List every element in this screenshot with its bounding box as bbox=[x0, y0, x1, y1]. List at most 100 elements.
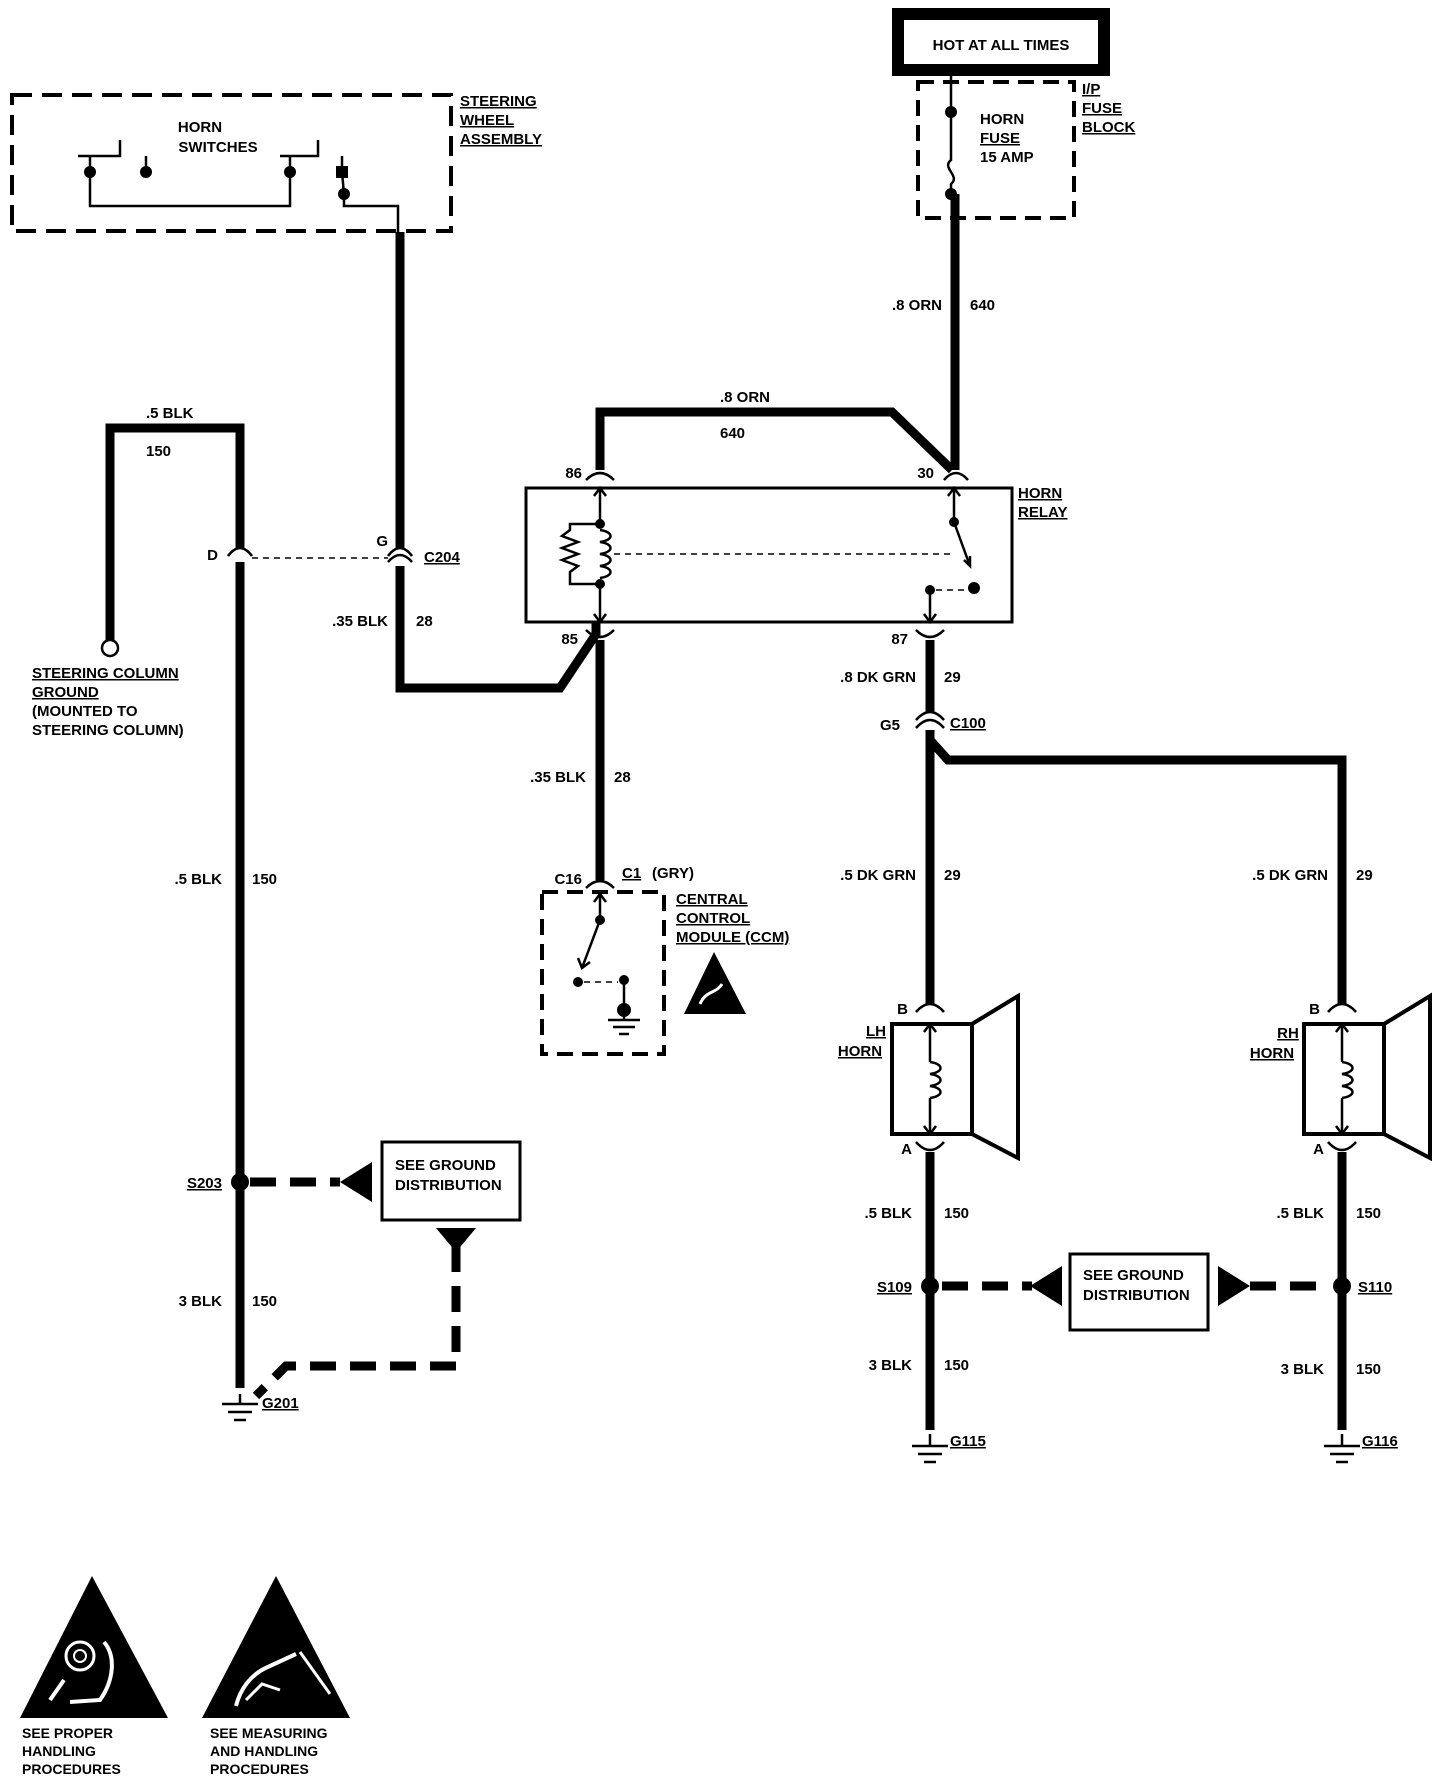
wire-label-gauge: .5 DK GRN bbox=[1252, 867, 1328, 884]
connector-d-label: D bbox=[207, 547, 218, 564]
ccm-connector-color: (GRY) bbox=[652, 865, 694, 882]
wire-label-circuit: 150 bbox=[252, 1293, 277, 1310]
proper-handling-warning: SEE PROPER HANDLING PROCEDURES bbox=[20, 1576, 168, 1777]
fuse-label-1: HORN bbox=[980, 111, 1024, 128]
lh-horn-title-1: LH bbox=[866, 1023, 886, 1040]
wire-label-gauge: .8 ORN bbox=[720, 389, 770, 406]
horn-relay-title-1: HORN bbox=[1018, 485, 1062, 502]
fuse-label-3: 15 AMP bbox=[980, 149, 1034, 166]
measuring-handling-warning: SEE MEASURING AND HANDLING PROCEDURES bbox=[202, 1576, 350, 1777]
horn-switches-label-1: HORN bbox=[178, 119, 222, 136]
wire-label-circuit: 150 bbox=[252, 871, 277, 888]
measuring-label-2: AND HANDLING bbox=[210, 1743, 318, 1759]
horn-switches-label-2: SWITCHES bbox=[178, 139, 257, 156]
wire-label-circuit: 150 bbox=[1356, 1361, 1381, 1378]
proper-handling-label-3: PROCEDURES bbox=[22, 1761, 121, 1777]
wire-label-gauge: .8 DK GRN bbox=[840, 669, 916, 686]
column-ground-label-1: STEERING COLUMN bbox=[32, 665, 179, 682]
s110-label: S110 bbox=[1358, 1279, 1392, 1296]
column-ground-label-4: STEERING COLUMN) bbox=[32, 722, 184, 739]
wire-label-gauge: 3 BLK bbox=[869, 1357, 913, 1374]
steering-wheel-assembly: HORN SWITCHES STEERING WHEEL ASSEMBLY bbox=[10, 93, 542, 233]
rh-horn-pin-a: A bbox=[1313, 1141, 1324, 1158]
column-ground-label-3: (MOUNTED TO bbox=[32, 703, 138, 720]
wire-label-circuit: 29 bbox=[944, 867, 961, 884]
proper-handling-label-1: SEE PROPER bbox=[22, 1725, 113, 1741]
rh-horn-title-1: RH bbox=[1277, 1025, 1299, 1042]
ground-dist-right-1: SEE GROUND bbox=[1083, 1267, 1184, 1284]
ccm-title-1: CENTRAL bbox=[676, 891, 748, 908]
c204-g-label: G bbox=[376, 533, 388, 550]
g201-label: G201 bbox=[262, 1395, 299, 1412]
wire-label-gauge: .5 BLK bbox=[864, 1205, 912, 1222]
fuse-label-2: FUSE bbox=[980, 130, 1020, 147]
wire-label-circuit: 28 bbox=[416, 613, 433, 630]
fuse-block-title-3: BLOCK bbox=[1082, 119, 1135, 136]
wire-label-circuit: 28 bbox=[614, 769, 631, 786]
esd-warning-icon bbox=[684, 952, 746, 1014]
ground-dist-left-1: SEE GROUND bbox=[395, 1157, 496, 1174]
wire-label-circuit: 29 bbox=[1356, 867, 1373, 884]
horn-relay-title-2: RELAY bbox=[1018, 504, 1067, 521]
wire-label-gauge: .35 BLK bbox=[530, 769, 586, 786]
g115-label: G115 bbox=[950, 1433, 986, 1450]
wire-label-gauge: 3 BLK bbox=[179, 1293, 223, 1310]
wire-label-gauge: .5 BLK bbox=[1276, 1205, 1324, 1222]
wire-label-circuit: 150 bbox=[944, 1357, 969, 1374]
steering-wheel-title-3: ASSEMBLY bbox=[460, 131, 542, 148]
airbag-warning-icon bbox=[20, 1576, 168, 1718]
fuse-block: HORN FUSE 15 AMP I/P FUSE BLOCK .8 ORN 6… bbox=[892, 76, 1135, 470]
lh-horn-pin-a: A bbox=[901, 1141, 912, 1158]
central-control-module: CENTRAL CONTROL MODULE (CCM) bbox=[540, 890, 789, 1056]
lh-horn-title-2: HORN bbox=[838, 1043, 882, 1060]
column-ground-label-2: GROUND bbox=[32, 684, 99, 701]
steering-wheel-wire: G C204 .35 BLK 28 bbox=[332, 232, 601, 693]
s109-label: S109 bbox=[877, 1279, 912, 1296]
proper-handling-label-2: HANDLING bbox=[22, 1743, 96, 1759]
wire-label-circuit: 150 bbox=[944, 1205, 969, 1222]
wire-label-gauge: 3 BLK bbox=[1281, 1361, 1325, 1378]
wire-label-gauge: .5 BLK bbox=[146, 405, 194, 422]
rh-horn: B RH HORN A .5 BLK 150 S110 3 BLK 150 G1… bbox=[1218, 992, 1432, 1464]
ground-dist-right-2: DISTRIBUTION bbox=[1083, 1287, 1190, 1304]
lh-horn: B LH HORN A .5 BLK 150 S109 3 BLK 150 G1… bbox=[838, 992, 1062, 1464]
ccm-title-3: MODULE (CCM) bbox=[676, 929, 789, 946]
wire-label-gauge: .5 BLK bbox=[174, 871, 222, 888]
wire-label-gauge: .5 DK GRN bbox=[840, 867, 916, 884]
power-source-box: HOT AT ALL TIMES bbox=[892, 8, 1110, 76]
power-source-label: HOT AT ALL TIMES bbox=[933, 37, 1070, 54]
ccm-connector-c1: C1 bbox=[622, 865, 641, 882]
rh-horn-pin-b: B bbox=[1309, 1001, 1320, 1018]
measuring-label-1: SEE MEASURING bbox=[210, 1725, 328, 1741]
relay-pin-87: 87 bbox=[891, 631, 908, 648]
horn-relay: .8 ORN 640 86 30 HORN RELAY 85 87 bbox=[524, 389, 1067, 648]
wire-label-circuit: 29 bbox=[944, 669, 961, 686]
ground-distribution-box-left: SEE GROUND DISTRIBUTION bbox=[380, 1140, 522, 1252]
ground-dist-left-2: DISTRIBUTION bbox=[395, 1177, 502, 1194]
ccm-connector-c16: C16 bbox=[554, 871, 582, 888]
lh-horn-pin-b: B bbox=[897, 1001, 908, 1018]
wire-label-circuit: 150 bbox=[1356, 1205, 1381, 1222]
wire-label-gauge: .35 BLK bbox=[332, 613, 388, 630]
relay-pin-86: 86 bbox=[565, 465, 582, 482]
g116-label: G116 bbox=[1362, 1433, 1398, 1450]
c204-label: C204 bbox=[424, 549, 461, 566]
wire-label-circuit: 640 bbox=[970, 297, 995, 314]
steering-column-ground: .5 BLK 150 D STEERING COLUMN GROUND (MOU… bbox=[32, 405, 461, 1422]
ground-distribution-box-right: SEE GROUND DISTRIBUTION bbox=[1068, 1252, 1210, 1332]
measuring-label-3: PROCEDURES bbox=[210, 1761, 309, 1777]
c100-label: C100 bbox=[950, 715, 986, 732]
relay-pin-85: 85 bbox=[561, 631, 578, 648]
horn-feed-wire: .8 DK GRN 29 G5 C100 .5 DK GRN 29 .5 DK … bbox=[840, 640, 1373, 1004]
wire-label-circuit: 150 bbox=[146, 443, 171, 460]
fuse-block-title-1: I/P bbox=[1082, 81, 1100, 98]
rh-horn-title-2: HORN bbox=[1250, 1045, 1294, 1062]
steering-wheel-title-1: STEERING bbox=[460, 93, 537, 110]
g5-label: G5 bbox=[880, 717, 900, 734]
relay-pin-30: 30 bbox=[917, 465, 934, 482]
wire-label-gauge: .8 ORN bbox=[892, 297, 942, 314]
ccm-wire: .35 BLK 28 C16 C1 (GRY) bbox=[530, 640, 694, 889]
esd-hand-warning-icon bbox=[202, 1576, 350, 1718]
steering-wheel-title-2: WHEEL bbox=[460, 112, 514, 129]
